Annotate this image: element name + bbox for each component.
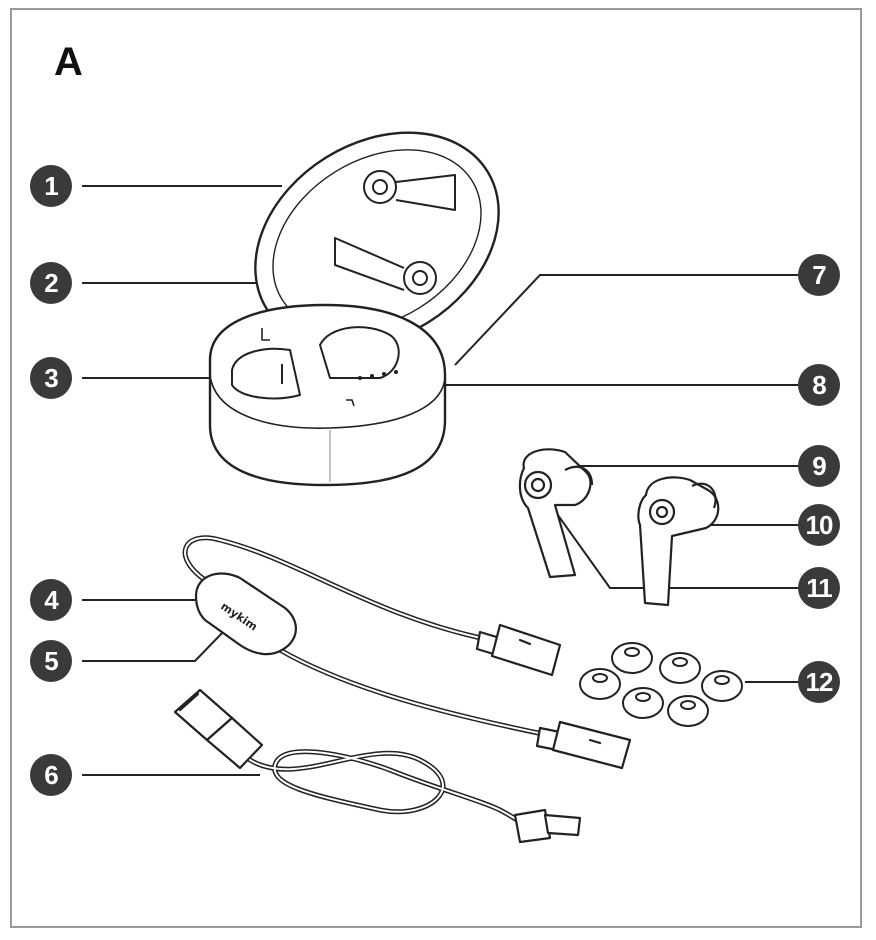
callout-5: 5 [30, 640, 72, 682]
leader-7 [454, 274, 798, 366]
ear-tip-2 [611, 642, 653, 674]
callout-8: 8 [798, 364, 840, 406]
callout-10: 10 [798, 504, 840, 546]
case-lid-inner [272, 149, 482, 331]
micro-usb-plug [513, 808, 582, 844]
callout-4: 4 [30, 579, 72, 621]
callout-11: 11 [798, 567, 840, 609]
usb-cable-coil [247, 749, 528, 828]
lid-magnet-bottom [334, 237, 437, 295]
callout-12: 12 [798, 661, 840, 703]
cable-connector-bottom [535, 720, 632, 770]
cable-lower [277, 647, 551, 738]
usb-charging-cable [173, 688, 582, 844]
usb-a-plug [173, 688, 264, 770]
callout-3: 3 [30, 357, 72, 399]
left-earbud-slot [231, 347, 301, 400]
ear-tip-6 [667, 695, 709, 727]
callout-6: 6 [30, 754, 72, 796]
case-base-rim [209, 374, 446, 429]
leader-11 [539, 489, 798, 589]
ear-tip-3 [659, 652, 701, 684]
ear-tip-4 [701, 670, 743, 702]
ear-tip-1 [579, 668, 621, 700]
callout-7: 7 [798, 254, 840, 296]
ear-tips [579, 642, 743, 727]
panel-letter: A [54, 40, 83, 84]
leader-5 [82, 629, 226, 662]
earbud-right [637, 476, 720, 607]
cable-connector-top [475, 623, 562, 677]
charging-case [208, 131, 500, 487]
right-earbud-slot [319, 326, 400, 379]
earbud-left [518, 448, 594, 579]
callout-2: 2 [30, 262, 72, 304]
ear-tip-5 [622, 687, 664, 719]
cable-remote: mykim [194, 572, 297, 656]
slot-labels [261, 328, 355, 407]
earbud-cable: mykim [182, 535, 632, 770]
callout-9: 9 [798, 445, 840, 487]
charging-indicator-dots [358, 370, 398, 380]
callout-1: 1 [30, 165, 72, 207]
lid-magnet-top [363, 170, 456, 211]
